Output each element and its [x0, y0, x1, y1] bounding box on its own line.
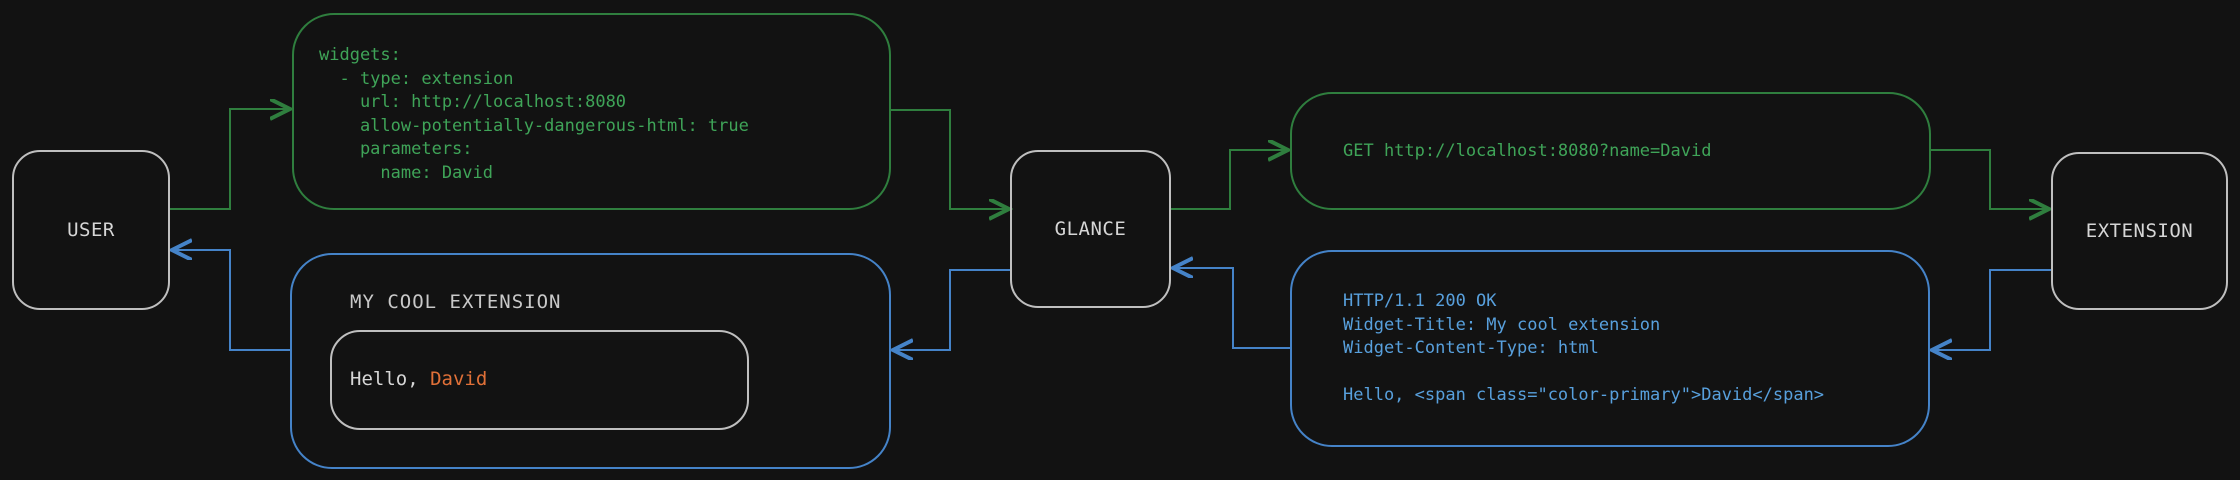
- config-yaml-code: widgets: - type: extension url: http://l…: [319, 45, 749, 183]
- config-yaml-box: [292, 13, 891, 210]
- connector-glance-to-widget: [895, 269, 1010, 350]
- node-extension: EXTENSION: [2051, 152, 2228, 310]
- node-glance-label: GLANCE: [1054, 218, 1127, 240]
- connector-request-to-extension: [1931, 149, 2047, 209]
- widget-preview-content-frame: [330, 330, 749, 430]
- connector-config-to-glance: [891, 109, 1007, 209]
- widget-greeting: Hello, David: [350, 368, 487, 390]
- response-code: HTTP/1.1 200 OK Widget-Title: My cool ex…: [1343, 291, 1825, 405]
- widget-greeting-prefix: Hello,: [350, 368, 431, 390]
- response-box: [1290, 250, 1930, 447]
- connector-widget-to-user: [174, 250, 290, 351]
- node-user-label: USER: [67, 219, 115, 241]
- widget-greeting-name: David: [430, 368, 488, 390]
- connector-glance-to-request: [1171, 150, 1286, 210]
- connector-user-to-config: [170, 109, 288, 210]
- connector-extension-to-response: [1934, 269, 2051, 350]
- request-box: [1290, 92, 1931, 210]
- connector-response-to-glance: [1175, 268, 1290, 349]
- widget-preview-box: [290, 253, 891, 469]
- widget-preview-title: MY COOL EXTENSION: [350, 291, 562, 313]
- node-glance: GLANCE: [1010, 150, 1171, 308]
- node-extension-label: EXTENSION: [2085, 220, 2194, 242]
- request-text: GET http://localhost:8080?name=David: [1343, 141, 1712, 161]
- node-user: USER: [12, 150, 170, 310]
